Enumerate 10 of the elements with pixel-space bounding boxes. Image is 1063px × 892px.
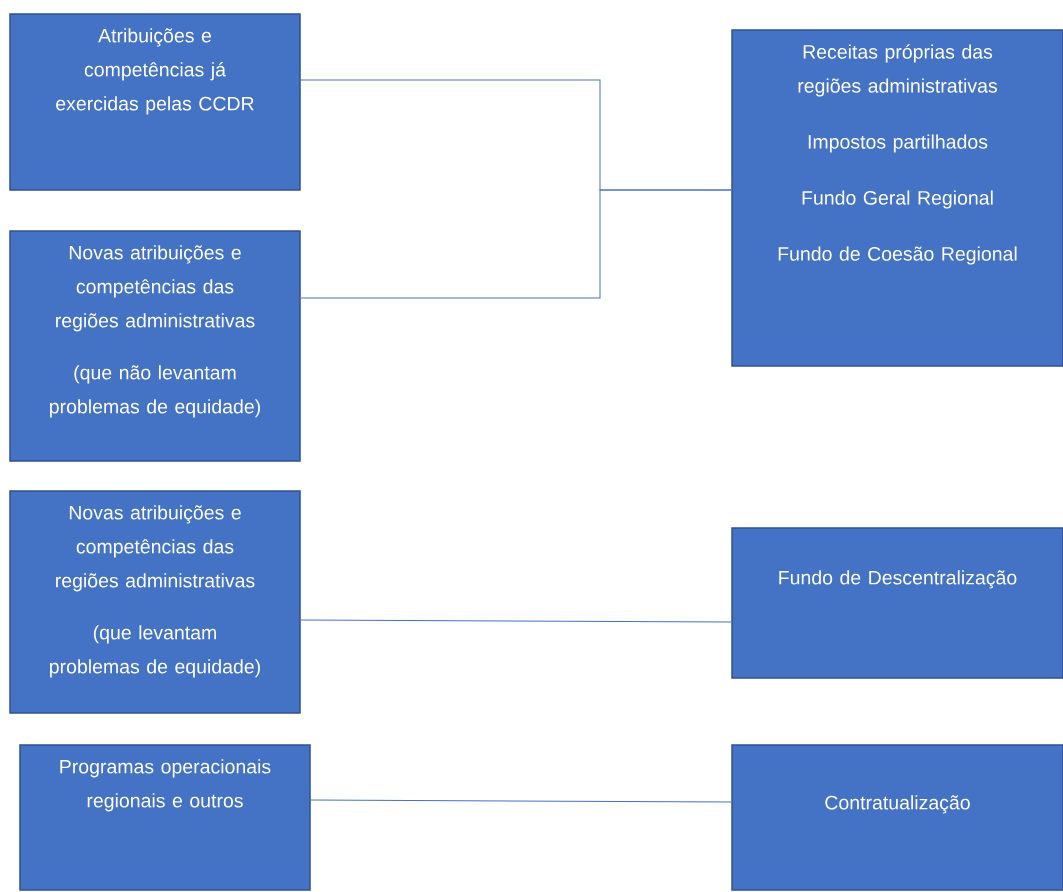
text-box: Contratualização xyxy=(731,744,1063,891)
text-box: Receitas próprias das regiões administrativas Impostos partilhados Fundo Geral Regional Fundo de Coesão Regional xyxy=(731,29,1063,367)
connector-line xyxy=(300,619,732,623)
connector-line xyxy=(310,799,732,803)
text-box: Fundo de Descentralização xyxy=(731,527,1063,679)
text-box: Novas atribuições e competências das regiões administrativas (que levantam problemas de equidade) xyxy=(9,490,301,714)
text-box: Atribuições e competências já exercidas pelas CCDR xyxy=(9,13,301,191)
connector-line xyxy=(300,189,732,299)
text-box: Novas atribuições e competências das regiões administrativas (que não levantam problemas de equidade) xyxy=(9,230,301,462)
text-box: Programas operacionais regionais e outros xyxy=(19,744,311,891)
